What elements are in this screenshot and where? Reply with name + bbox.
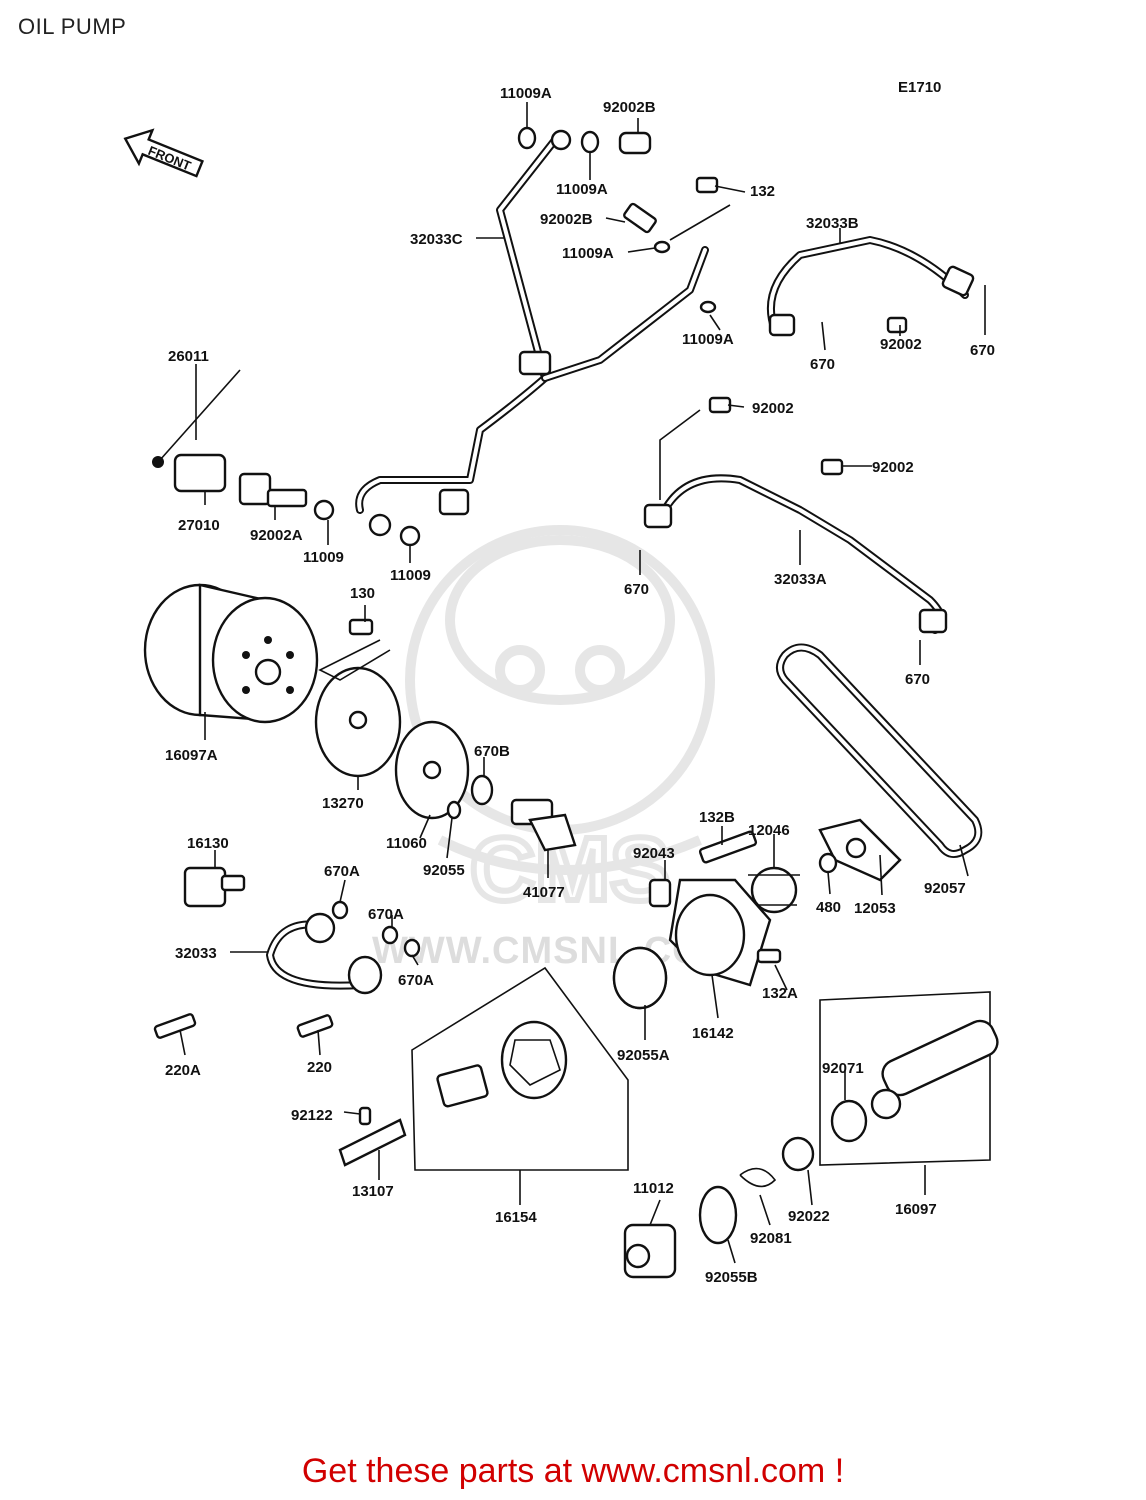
callout-label: 92043 [633, 845, 675, 862]
oil-pipe-32033a [643, 396, 948, 634]
callout-label: 16097A [165, 747, 218, 764]
callout-label: 16097 [895, 1201, 937, 1218]
callout-label: 670A [398, 972, 434, 989]
callout-label: 92057 [924, 880, 966, 897]
oil-filter [143, 583, 319, 724]
callout-label: 16142 [692, 1025, 734, 1042]
callout-label: 26011 [168, 348, 209, 365]
callout-label: 11009 [303, 549, 344, 566]
callout-label: 11009A [682, 331, 734, 348]
callout-label: 92022 [788, 1208, 830, 1225]
callout-labels: 11009A 92002B 11009A 132 92002B 11009A 3… [165, 85, 995, 1286]
callout-label: 92002 [872, 459, 914, 476]
callout-label: 92002 [752, 400, 794, 417]
front-arrow-icon: FRONT [123, 128, 204, 178]
callout-label: 670 [970, 342, 995, 359]
pump-rotor-assembly [338, 966, 629, 1171]
callout-label: 92055A [617, 1047, 670, 1064]
filter-plates [314, 618, 494, 820]
callout-label: 11060 [386, 835, 427, 852]
leader-lines [179, 102, 986, 1264]
page-title: OIL PUMP [18, 14, 127, 39]
callout-label: 92002B [603, 99, 656, 116]
callout-label: 670A [324, 863, 360, 880]
relief-valve-assembly [623, 991, 999, 1279]
footer-cta-link[interactable]: Get these parts at www.cmsnl.com ! [301, 1452, 845, 1490]
callout-label: 670 [810, 356, 835, 373]
callout-label: 130 [350, 585, 375, 602]
callout-label: 16130 [187, 835, 229, 852]
o-ring-92055a [612, 946, 668, 1010]
callout-label: 32033C [410, 231, 463, 248]
bypass-valve-bolt [510, 798, 577, 852]
callout-label: 220 [307, 1059, 332, 1076]
callout-label: 92002 [880, 336, 922, 353]
callout-label: 27010 [178, 517, 220, 534]
callout-label: 41077 [523, 884, 565, 901]
callout-label: 11009 [390, 567, 431, 584]
callout-label: 32033 [175, 945, 217, 962]
callout-label: 11009A [556, 181, 608, 198]
oil-pipe-32033c [355, 129, 709, 537]
callout-label: 12046 [748, 822, 790, 839]
banjo-bolt-parts [517, 126, 731, 314]
callout-label: 92122 [291, 1107, 333, 1124]
callout-label: 670B [474, 743, 510, 760]
callout-label: 220A [165, 1062, 201, 1079]
callout-label: 92002A [250, 527, 303, 544]
callout-label: 12053 [854, 900, 896, 917]
callout-label: 132A [762, 985, 798, 1002]
callout-label: 670 [624, 581, 649, 598]
callout-label: 92081 [750, 1230, 792, 1247]
oil-pipe-32033b [766, 236, 975, 337]
drive-chain [776, 643, 983, 882]
callout-label: 13107 [352, 1183, 394, 1200]
callout-label: 92071 [822, 1060, 864, 1077]
callout-label: 13270 [322, 795, 364, 812]
callout-label: 11012 [633, 1180, 674, 1197]
callout-label: 670A [368, 906, 404, 923]
callout-label: 32033A [774, 571, 827, 588]
callout-label: 92002B [540, 211, 593, 228]
callout-label: 92055B [705, 1269, 758, 1286]
callout-label: 32033B [806, 215, 859, 232]
diagram-code: E1710 [898, 79, 941, 96]
callout-label: 16154 [495, 1209, 537, 1226]
callout-label: 92055 [423, 862, 465, 879]
callout-label: 132 [750, 183, 775, 200]
callout-label: 132B [699, 809, 735, 826]
callout-label: 11009A [500, 85, 552, 102]
oil-pressure-switch-parts [152, 369, 421, 547]
callout-label: 480 [816, 899, 841, 916]
callout-label: 11009A [562, 245, 614, 262]
callout-label: 670 [905, 671, 930, 688]
